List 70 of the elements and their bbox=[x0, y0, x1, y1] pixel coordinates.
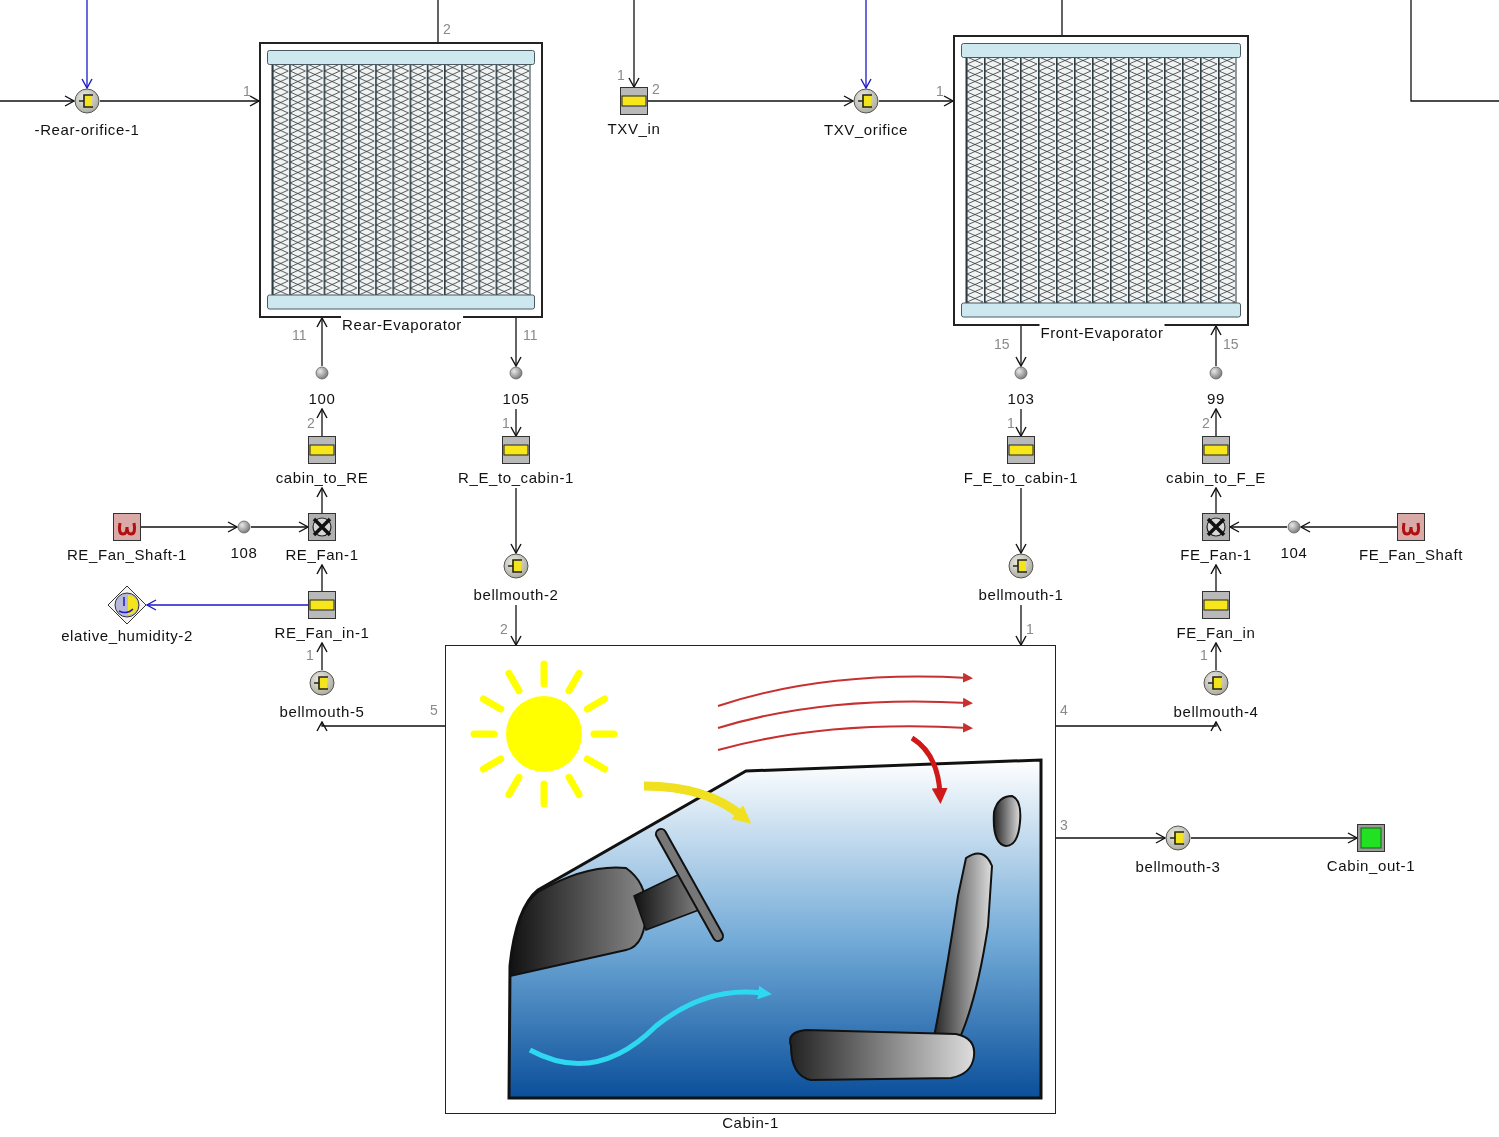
connector-arrow bbox=[647, 95, 854, 107]
port-number: 15 bbox=[1223, 337, 1239, 352]
port-number: 1 bbox=[243, 84, 251, 99]
component-label: elative_humidity-2 bbox=[60, 627, 194, 645]
port-number: 1 bbox=[502, 416, 510, 431]
connector-arrow bbox=[0, 95, 75, 107]
connector-arrow bbox=[1300, 521, 1398, 533]
connector-arrow bbox=[510, 317, 522, 367]
connector-arrow bbox=[510, 408, 522, 437]
port-number: 3 bbox=[1060, 818, 1068, 833]
port-number: 1 bbox=[617, 68, 625, 83]
component-label: TXV_orifice bbox=[822, 121, 910, 139]
component-label: bellmouth-4 bbox=[1172, 703, 1260, 721]
component-label: RE_Fan_Shaft-1 bbox=[65, 546, 189, 564]
connector-arrow bbox=[1210, 642, 1222, 671]
connector-arrow bbox=[860, 0, 872, 89]
connector-arrow bbox=[1190, 832, 1358, 844]
connector-arrow bbox=[316, 642, 328, 671]
connector-arrow bbox=[1015, 325, 1027, 367]
connector-arrow bbox=[1229, 521, 1288, 533]
connector-arrow bbox=[628, 0, 640, 88]
component-label: cabin_to_RE bbox=[274, 469, 370, 487]
component-label: F_E_to_cabin-1 bbox=[962, 469, 1080, 487]
connector-arrow bbox=[1055, 721, 1222, 732]
connector-arrow bbox=[316, 317, 328, 367]
port-number: 4 bbox=[1060, 703, 1068, 718]
connector-arrow bbox=[316, 564, 328, 592]
port-number: 2 bbox=[500, 622, 508, 637]
connector-arrow bbox=[250, 521, 309, 533]
port-number: 1 bbox=[306, 648, 314, 663]
component-label: FE_Fan_Shaft bbox=[1358, 546, 1464, 564]
component-label: Cabin_out-1 bbox=[1325, 857, 1417, 875]
component-label: TXV_in bbox=[606, 120, 662, 138]
connector-arrow bbox=[1015, 408, 1027, 437]
connector-arrow bbox=[316, 721, 446, 732]
connector-arrow bbox=[146, 599, 309, 611]
port-number: 2 bbox=[1202, 416, 1210, 431]
port-number: 2 bbox=[652, 82, 660, 97]
connector-arrow bbox=[510, 487, 522, 554]
port-number: 2 bbox=[443, 22, 451, 37]
component-label: R_E_to_cabin-1 bbox=[457, 469, 575, 487]
component-label: Front-Evaporator bbox=[1039, 324, 1165, 342]
connector-arrow bbox=[140, 521, 238, 533]
port-number: 2 bbox=[307, 416, 315, 431]
connector-arrow bbox=[1210, 325, 1222, 367]
connector-arrow bbox=[1210, 408, 1222, 437]
port-number: 11 bbox=[523, 328, 538, 343]
connector-arrow bbox=[878, 95, 954, 107]
component-label: RE_Fan_in-1 bbox=[273, 624, 371, 642]
connector-arrow bbox=[1015, 604, 1027, 646]
port-number: 11 bbox=[292, 328, 307, 343]
port-number: 1 bbox=[936, 84, 944, 99]
connector-arrow bbox=[1015, 487, 1027, 554]
port-number: 1 bbox=[1200, 648, 1208, 663]
port-number: 1 bbox=[1007, 416, 1015, 431]
component-label: FE_Fan_in bbox=[1175, 624, 1257, 642]
component-label: bellmouth-5 bbox=[278, 703, 366, 721]
port-number: 5 bbox=[430, 703, 438, 718]
port-number: 15 bbox=[994, 337, 1010, 352]
connector-arrow bbox=[510, 604, 522, 646]
connector-arrow bbox=[1055, 832, 1166, 844]
connector-arrow bbox=[316, 408, 328, 437]
connector-arrow bbox=[1210, 487, 1222, 514]
connector-arrow bbox=[1210, 564, 1222, 592]
port-number: 1 bbox=[1026, 622, 1034, 637]
component-label: cabin_to_F_E bbox=[1165, 469, 1267, 487]
component-label: Rear-Evaporator bbox=[341, 316, 463, 334]
connector-arrow bbox=[81, 0, 93, 89]
connector-arrow bbox=[316, 487, 328, 514]
connector-arrow bbox=[99, 95, 260, 107]
